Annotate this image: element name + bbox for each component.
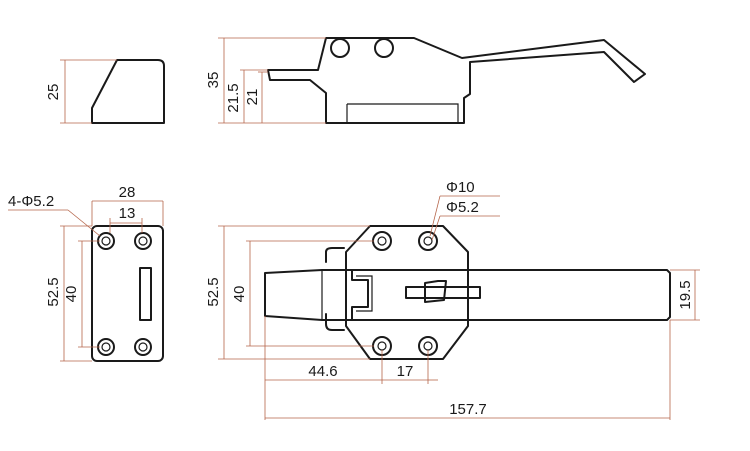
latch-height-label: 35	[205, 72, 222, 89]
keeper-front-view: 28 13 4-Φ5.2 52.5 40	[8, 184, 164, 362]
base-hole-height-label: 40	[231, 286, 248, 303]
keeper-side-view: 25	[45, 59, 165, 124]
latch-top-view: 52.5 40 19.5 44.6 17 157.7 Φ10 Φ5.2	[205, 179, 700, 420]
keeper-hole-spacing-label: 13	[119, 205, 136, 222]
keeper-width-label: 28	[119, 184, 136, 201]
large-hole-label: Φ10	[446, 179, 475, 196]
small-hole-label: Φ5.2	[446, 199, 479, 216]
keeper-outer-height-label: 52.5	[45, 277, 62, 306]
base-outer-height-label: 52.5	[205, 277, 222, 306]
base-hole-spacing-label: 17	[397, 363, 414, 380]
hook-height-inner-label: 21	[244, 89, 261, 106]
hole-offset-label: 44.6	[308, 363, 337, 380]
overall-length-label: 157.7	[449, 401, 487, 418]
keeper-height-label: 25	[45, 84, 62, 101]
hook-height-outer-label: 21.5	[225, 83, 242, 112]
latch-side-view: 35 21.5 21	[205, 37, 646, 124]
keeper-hole-height-label: 40	[63, 286, 80, 303]
handle-width-label: 19.5	[677, 280, 694, 309]
keeper-hole-spec-label: 4-Φ5.2	[8, 193, 54, 210]
